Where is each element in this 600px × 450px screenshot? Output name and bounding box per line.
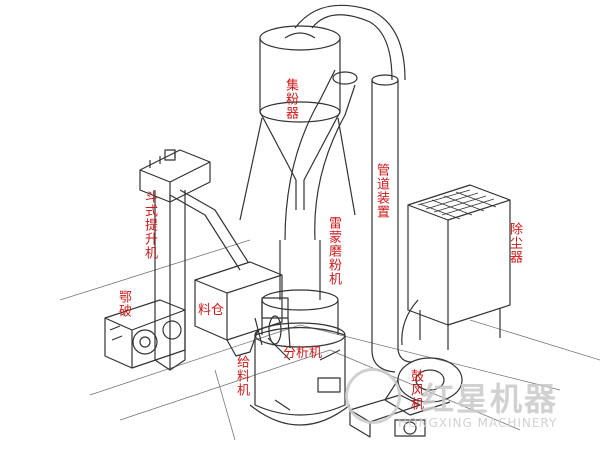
classifier-drive bbox=[254, 297, 291, 349]
arch-pipe bbox=[294, 4, 406, 81]
label-collector: 集粉器 bbox=[283, 78, 298, 120]
label-dust-remover: 除尘器 bbox=[507, 222, 522, 264]
vertical-pipe bbox=[371, 74, 413, 373]
jaw-crusher bbox=[104, 299, 186, 369]
label-jaw-crusher: 鄂破 bbox=[116, 290, 131, 318]
watermark-sub: HONGXING MACHINERY bbox=[398, 416, 558, 430]
label-blower: 鼓风机 bbox=[408, 369, 423, 411]
label-piping: 管道装置 bbox=[374, 163, 389, 219]
label-feeder: 给料机 bbox=[234, 355, 249, 397]
cyclone-collector bbox=[239, 25, 356, 221]
label-raymond-mill: 雷蒙磨粉机 bbox=[326, 216, 341, 286]
label-bucket-elevator: 斗式提升机 bbox=[142, 190, 157, 260]
return-pipe bbox=[284, 69, 358, 241]
watermark-logo-icon bbox=[345, 368, 401, 424]
label-classifier: 分析机 bbox=[283, 346, 323, 361]
label-hopper: 料仓 bbox=[198, 303, 225, 318]
watermark-brand: 红星机器 bbox=[422, 380, 559, 418]
hopper bbox=[194, 261, 283, 357]
dust-remover bbox=[401, 184, 511, 350]
